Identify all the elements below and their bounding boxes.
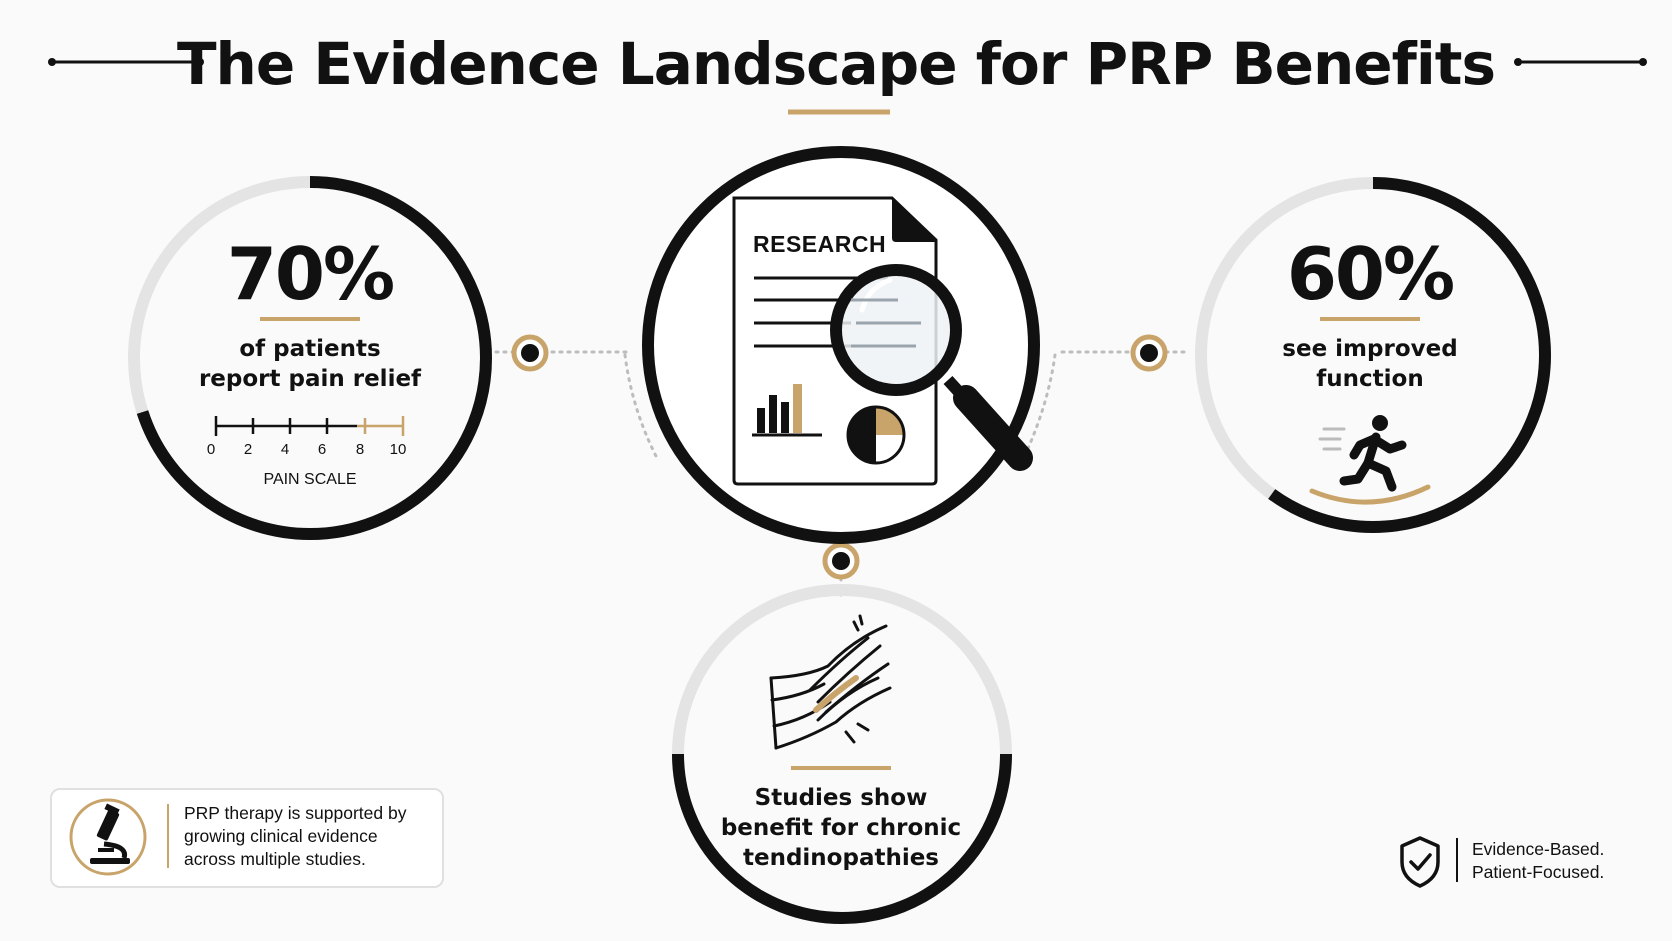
tendon-line3: tendinopathies — [742, 845, 940, 871]
pain-relief-divider — [260, 317, 360, 321]
scale-tick-4: 4 — [280, 441, 290, 458]
pie-chart-icon — [846, 405, 906, 465]
pain-relief-line2: report pain relief — [198, 366, 422, 392]
footer-line1: Evidence-Based. — [1472, 839, 1605, 859]
scale-tick-6: 6 — [317, 441, 327, 458]
function-line1: see improved — [1282, 336, 1458, 362]
tendon-line2: benefit for chronic — [720, 815, 962, 841]
microscope-badge — [69, 798, 147, 876]
footer-line2: Patient-Focused. — [1472, 862, 1605, 882]
scale-tick-8: 8 — [355, 441, 365, 458]
pain-relief-ring — [128, 176, 492, 540]
scale-tick-10: 10 — [389, 441, 407, 458]
pain-scale-label: PAIN SCALE — [263, 471, 357, 488]
pain-relief-value: 70% — [226, 232, 395, 316]
shield-check-icon — [1400, 836, 1440, 888]
pain-relief-line1: of patients — [239, 336, 381, 362]
tendon-progress-arc — [672, 753, 1012, 924]
microscope-icon — [90, 803, 130, 864]
pain-scale-ticks: 0 2 4 6 8 10 — [206, 441, 416, 461]
scale-tick-0: 0 — [206, 441, 216, 458]
connector-node-right — [1130, 334, 1168, 372]
connector-node-left — [511, 334, 549, 372]
pain-relief-progress-arc — [128, 176, 492, 540]
tendon-divider — [791, 766, 891, 770]
function-value: 60% — [1286, 232, 1455, 316]
research-doc-label: RESEARCH — [753, 231, 887, 257]
tendon-icon — [769, 614, 892, 750]
connector-node-bottom — [822, 542, 860, 580]
info-line3: across multiple studies. — [184, 849, 366, 869]
runner-icon — [1309, 415, 1431, 505]
tendon-line1: Studies show — [754, 785, 928, 811]
pain-scale-bar — [214, 416, 405, 436]
info-line1: PRP therapy is supported by — [184, 803, 407, 823]
header-rule-right — [1514, 58, 1647, 66]
research-ring — [642, 146, 1040, 544]
info-box-separator — [167, 804, 169, 868]
tendon-ring — [672, 584, 1012, 924]
function-ring — [1195, 177, 1551, 533]
function-divider — [1320, 317, 1420, 321]
info-line2: growing clinical evidence — [184, 826, 378, 846]
function-line2: function — [1316, 366, 1424, 392]
header-rule-left — [48, 58, 204, 66]
function-progress-arc — [1195, 177, 1551, 533]
page-title: The Evidence Landscape for PRP Benefits — [176, 30, 1496, 98]
scale-tick-2: 2 — [243, 441, 253, 458]
bar-chart-icon — [752, 384, 822, 437]
footer-separator — [1456, 838, 1458, 882]
